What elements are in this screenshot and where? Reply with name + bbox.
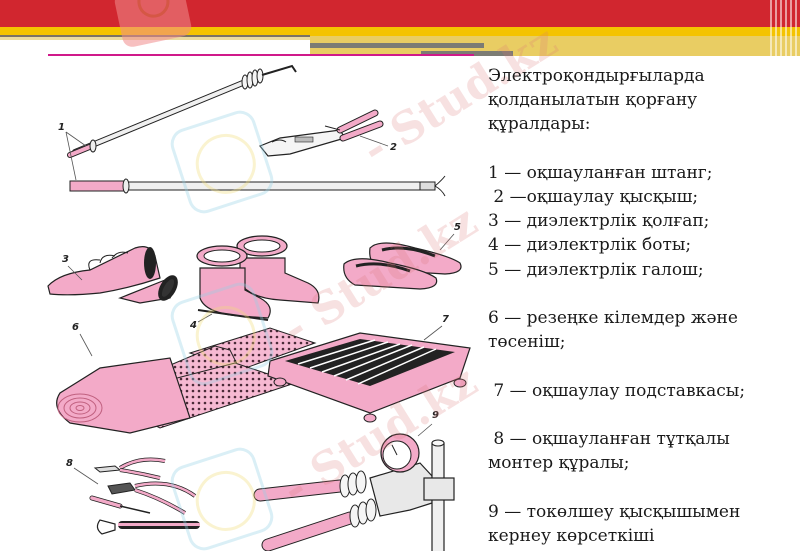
figure-label-2: 2 [390,142,397,153]
caption-item-8: 8 — оқшауланған тұтқалы [488,428,730,449]
caption-title-line: Электроқондырғыларда [488,66,705,86]
header-yellow-band [0,27,800,36]
equipment-illustration [47,64,471,551]
header-gray-bar-2 [421,51,513,56]
caption-item-2: 2 —оқшаулау қысқыш; [488,187,699,207]
figure-label-7: 7 [442,314,449,325]
rubber-mats-icon [56,327,317,434]
caption-item-8-cont: монтер құралы; [488,453,630,474]
caption-title-line: қолданылатын қорғану [488,90,698,111]
caption-item-3: 3 — диэлектрлік қолғап; [488,211,710,232]
figure-label-4: 4 [190,320,197,331]
caption-item-9: 9 — токөлшеу қысқышымен [488,501,741,522]
figure-label-5: 5 [454,222,461,233]
caption-item-6: 6 — резеңке кілемдер және [488,308,738,328]
voltage-indicator-icon [253,433,455,551]
dielectric-galoshes-icon [343,242,462,290]
caption-title-line: құралдары: [488,114,591,135]
insulated-tools-icon [89,457,200,535]
caption-item-6-cont: төсеніш; [488,332,566,353]
caption-text: Электроқондырғыларда қолданылатын қорған… [488,64,800,548]
header-white-gap [0,40,310,54]
caption-item-1: 1 — оқшауланған штанг; [488,162,713,183]
figure-label-1: 1 [58,122,65,133]
dielectric-gloves-icon [47,246,178,304]
caption-item-9-cont: кернеу көрсеткіші [488,525,655,546]
caption-item-7: 7 — оқшаулау подставкасы; [488,380,746,401]
insulating-rod-upper-icon [67,64,297,158]
figure-label-8: 8 [66,458,73,469]
figure-label-3: 3 [62,254,69,265]
insulating-clamp-icon [259,109,384,157]
protective-equipment-figure: 1 2 3 4 5 6 7 8 9 [40,58,475,551]
figure-label-9: 9 [432,410,439,421]
insulating-stand-icon [267,332,471,423]
figure-label-6: 6 [72,322,79,333]
insulating-rod-long-icon [69,175,446,197]
accent-rule [48,54,474,56]
dielectric-boots-icon [196,235,320,321]
header-stripes [770,0,800,56]
header-gray-bar-1 [310,43,484,48]
caption-item-5: 5 — диэлектрлік галош; [488,259,704,280]
caption-item-4: 4 — диэлектрлік боты; [488,235,692,256]
